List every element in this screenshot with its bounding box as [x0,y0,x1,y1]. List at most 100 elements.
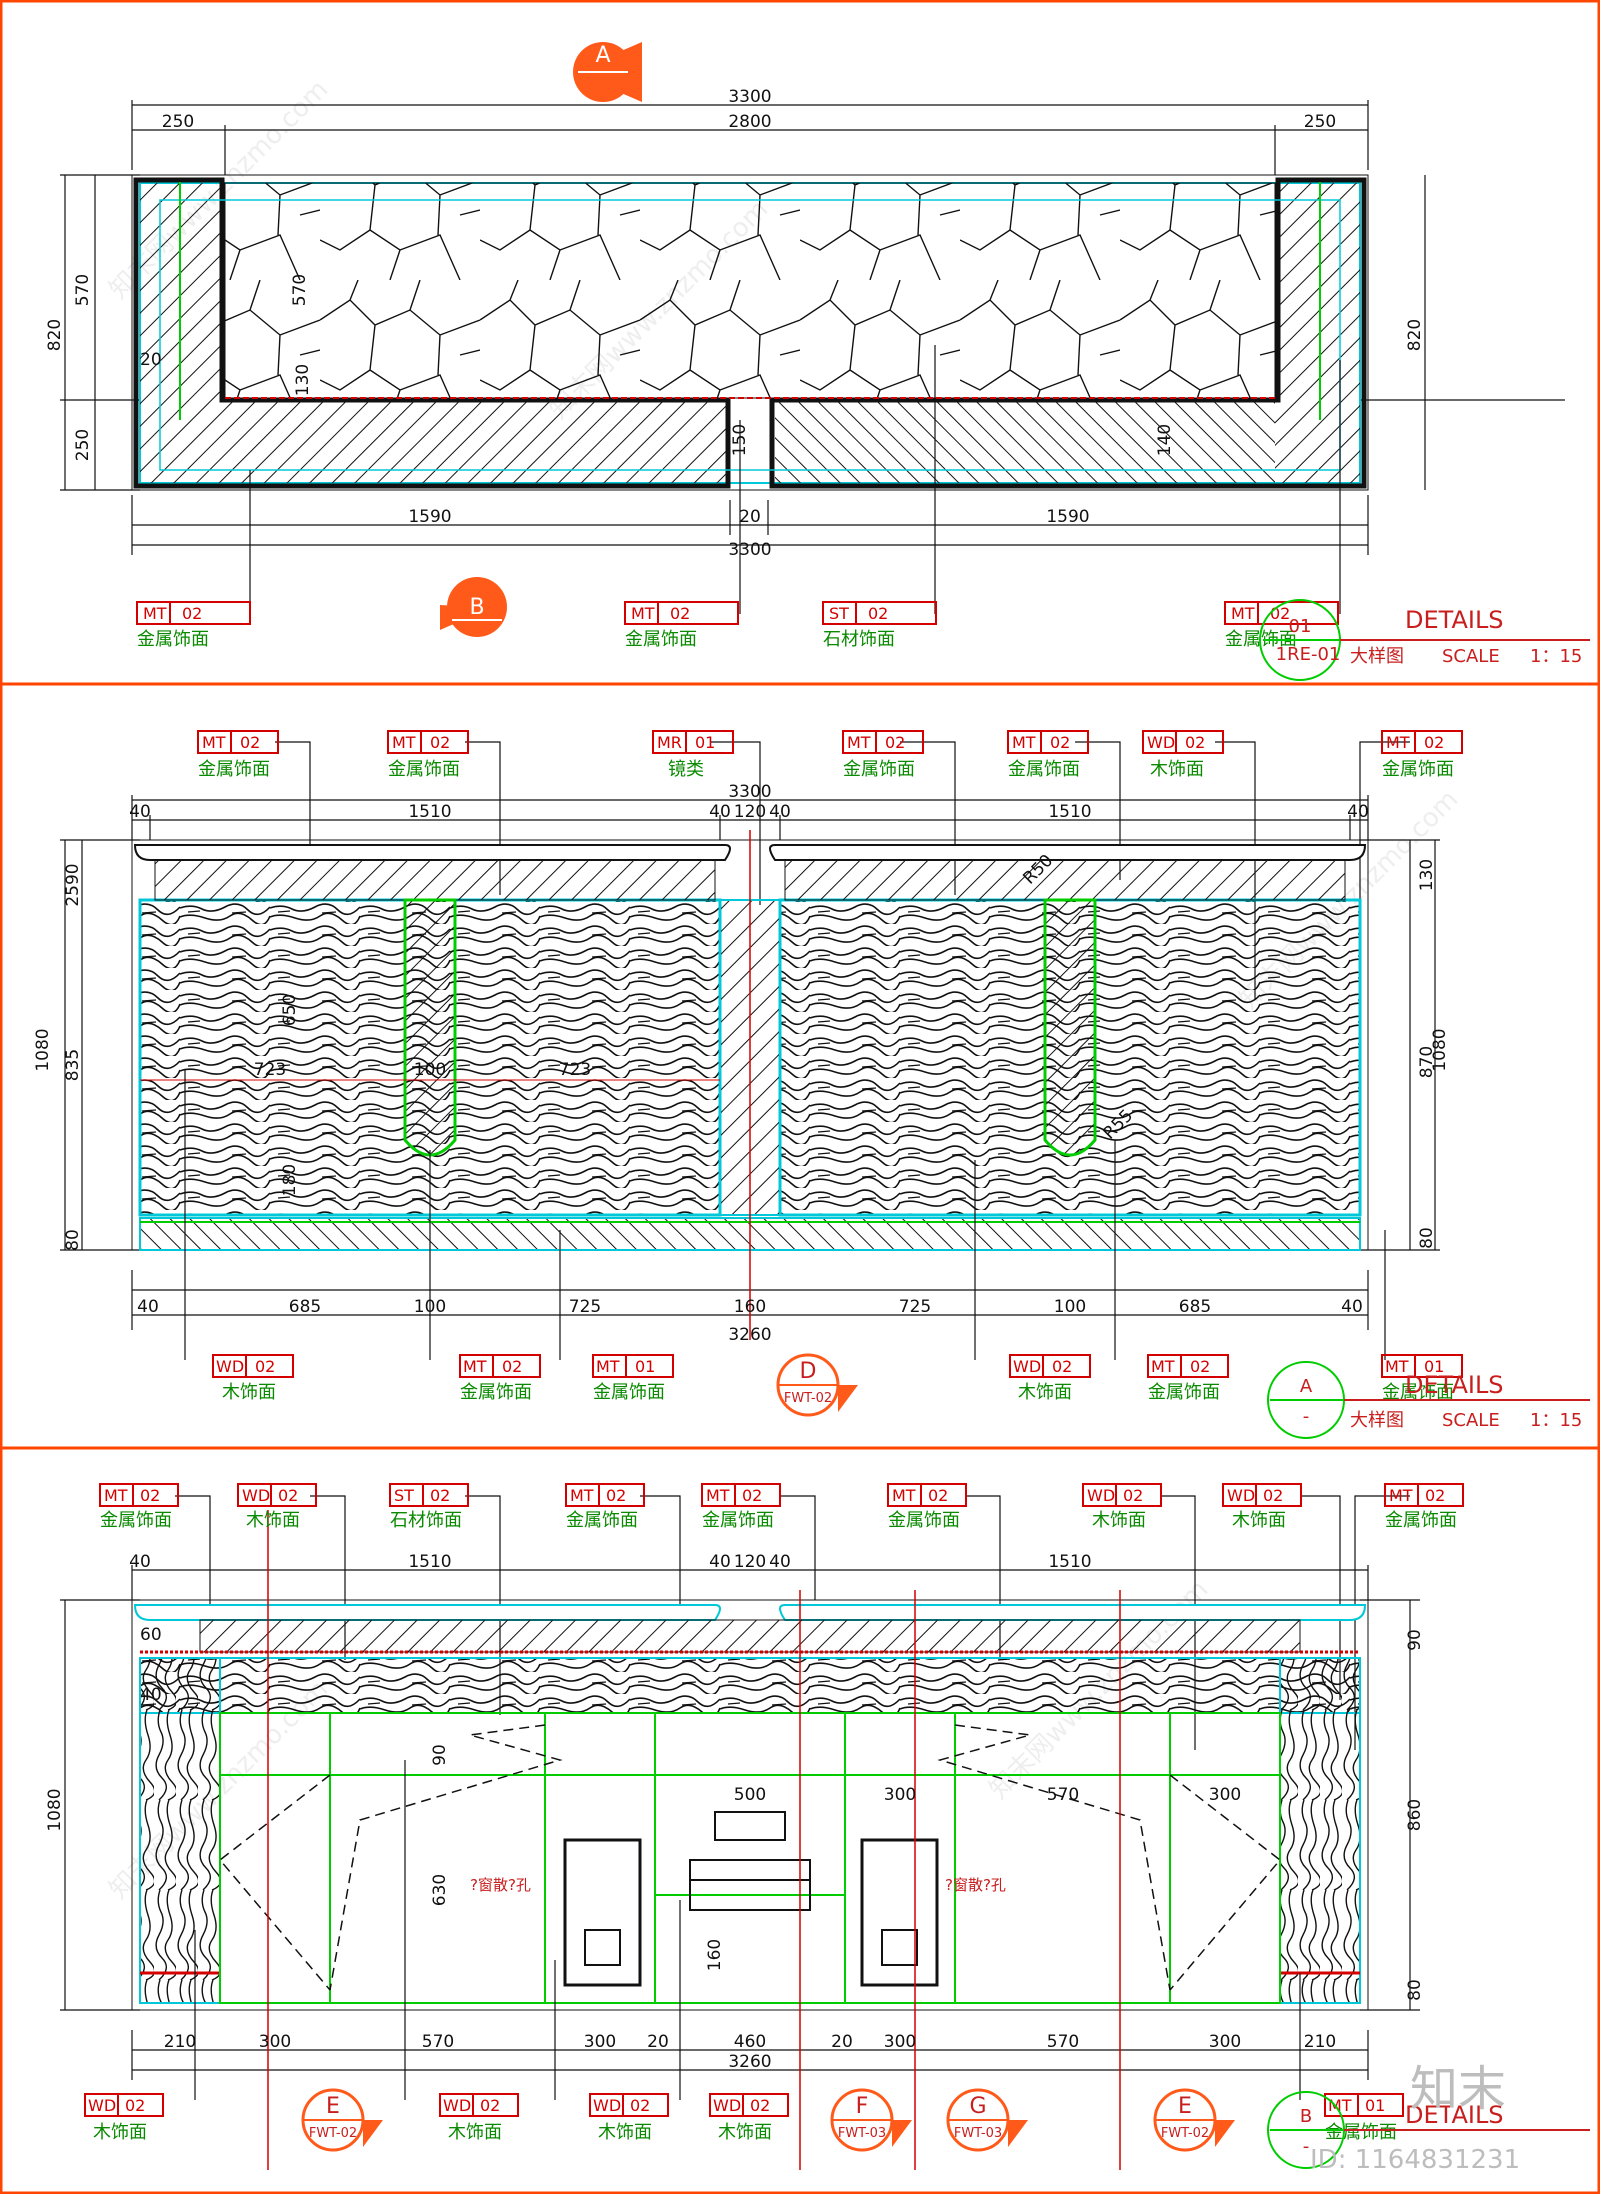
scale-label: SCALE [1442,1410,1500,1431]
svg-text:02: 02 [430,733,450,752]
detail-name: 大样图 [1350,1410,1404,1431]
scale-label: SCALE [1442,646,1500,667]
dim: 120 [734,802,766,822]
svg-text:02: 02 [1052,1357,1072,1376]
svg-text:01: 01 [1424,1357,1444,1376]
svg-text:MT: MT [596,1357,620,1376]
panel-2-front-elevation: 3300 40 1510 40 120 40 1510 40 1080 835 … [33,741,1450,1417]
svg-text:02: 02 [1425,1486,1445,1505]
dim: 1590 [408,507,451,527]
panel-1-title: 01 1RE-01 DETAILS 大样图 SCALE 1：15 [1259,599,1590,681]
dim: 1080 [33,1028,53,1071]
panel-3-rear-elevation: 40 1510 40 120 40 1510 1080 60 40 90 860… [45,1495,1425,2170]
dim: 1080 [45,1788,65,1831]
dim: 100 [1054,1297,1086,1317]
section-bubble-d: D FWT-02 [776,1353,858,1417]
dim: 1510 [408,1552,451,1572]
svg-text:02: 02 [255,1357,275,1376]
details-heading: DETAILS [1405,2101,1504,2129]
watermark-id: ID: 1164831231 [1310,2145,1520,2175]
dim: 160 [734,1297,766,1317]
svg-text:MT: MT [706,1486,730,1505]
dim: 160 [705,1939,725,1971]
dim: 40 [769,1552,791,1572]
dim: 725 [569,1297,601,1317]
svg-text:MT: MT [892,1486,916,1505]
svg-text:木饰面: 木饰面 [93,2122,147,2143]
svg-text:WD: WD [1227,1486,1255,1505]
svg-text:02: 02 [1424,733,1444,752]
material-tag: MT 02 金属饰面 [1381,730,1463,780]
dim: 3300 [728,540,771,560]
svg-text:MR: MR [657,733,682,752]
dim: 300 [584,2032,616,2052]
svg-text:02: 02 [670,604,690,623]
dim: 1510 [1048,1552,1091,1572]
svg-text:WD: WD [1013,1357,1041,1376]
svg-text:MT: MT [202,733,226,752]
svg-text:MT: MT [1386,733,1410,752]
svg-text:金属饰面: 金属饰面 [1008,759,1080,780]
svg-text:02: 02 [240,733,260,752]
svg-text:E: E [326,2094,340,2119]
brand-watermark: 知末 ID: 1164831231 [1310,2061,1520,2175]
svg-text:木饰面: 木饰面 [598,2122,652,2143]
svg-text:金属饰面: 金属饰面 [888,1510,960,1531]
dim: 3300 [728,87,771,107]
bubble-letter: B [469,595,484,620]
svg-text:金属饰面: 金属饰面 [1382,759,1454,780]
dim: 1080 [1430,1028,1450,1071]
svg-text:02: 02 [1263,1486,1283,1505]
svg-text:02: 02 [928,1486,948,1505]
svg-text:02: 02 [502,1357,522,1376]
svg-text:木饰面: 木饰面 [246,1510,300,1531]
scale-value: 1：15 [1530,1410,1582,1431]
dimension-lines [60,100,1565,555]
dim: 90 [430,1744,450,1766]
section-bubble-a: A [573,42,642,102]
dim: 20 [831,2032,853,2052]
svg-text:02: 02 [1190,1357,1210,1376]
svg-text:MT: MT [1151,1357,1175,1376]
svg-text:MT: MT [631,604,655,623]
svg-text:木饰面: 木饰面 [448,2122,502,2143]
svg-text:FWT-02: FWT-02 [1161,2126,1209,2141]
svg-text:02: 02 [742,1486,762,1505]
svg-text:WD: WD [713,2096,741,2115]
section-bubble-e: E FWT-02 [301,2088,383,2152]
svg-text:MT: MT [143,604,167,623]
dim: 820 [1405,319,1425,351]
svg-text:01: 01 [635,1357,655,1376]
dim: 40 [1347,802,1369,822]
dim: 40 [709,802,731,822]
dim: 80 [63,1229,83,1251]
svg-text:02: 02 [868,604,888,623]
dim: 40 [137,1297,159,1317]
dim: 820 [45,319,65,351]
detail-letter: A [1300,1376,1313,1397]
dim: 210 [1304,2032,1336,2052]
svg-text:金属饰面: 金属饰面 [566,1510,638,1531]
panel-3-title: B - DETAILS [1267,2091,1590,2169]
dim: 140 [1155,424,1175,456]
svg-text:MT: MT [1328,2096,1352,2115]
svg-text:FWT-02: FWT-02 [784,1391,832,1406]
svg-text:MT: MT [463,1357,487,1376]
dim: 130 [293,364,313,396]
dim: 60 [140,1625,162,1645]
svg-text:金属饰面: 金属饰面 [100,1510,172,1531]
dim: 2800 [728,112,771,132]
dim: 3300 [728,782,771,802]
